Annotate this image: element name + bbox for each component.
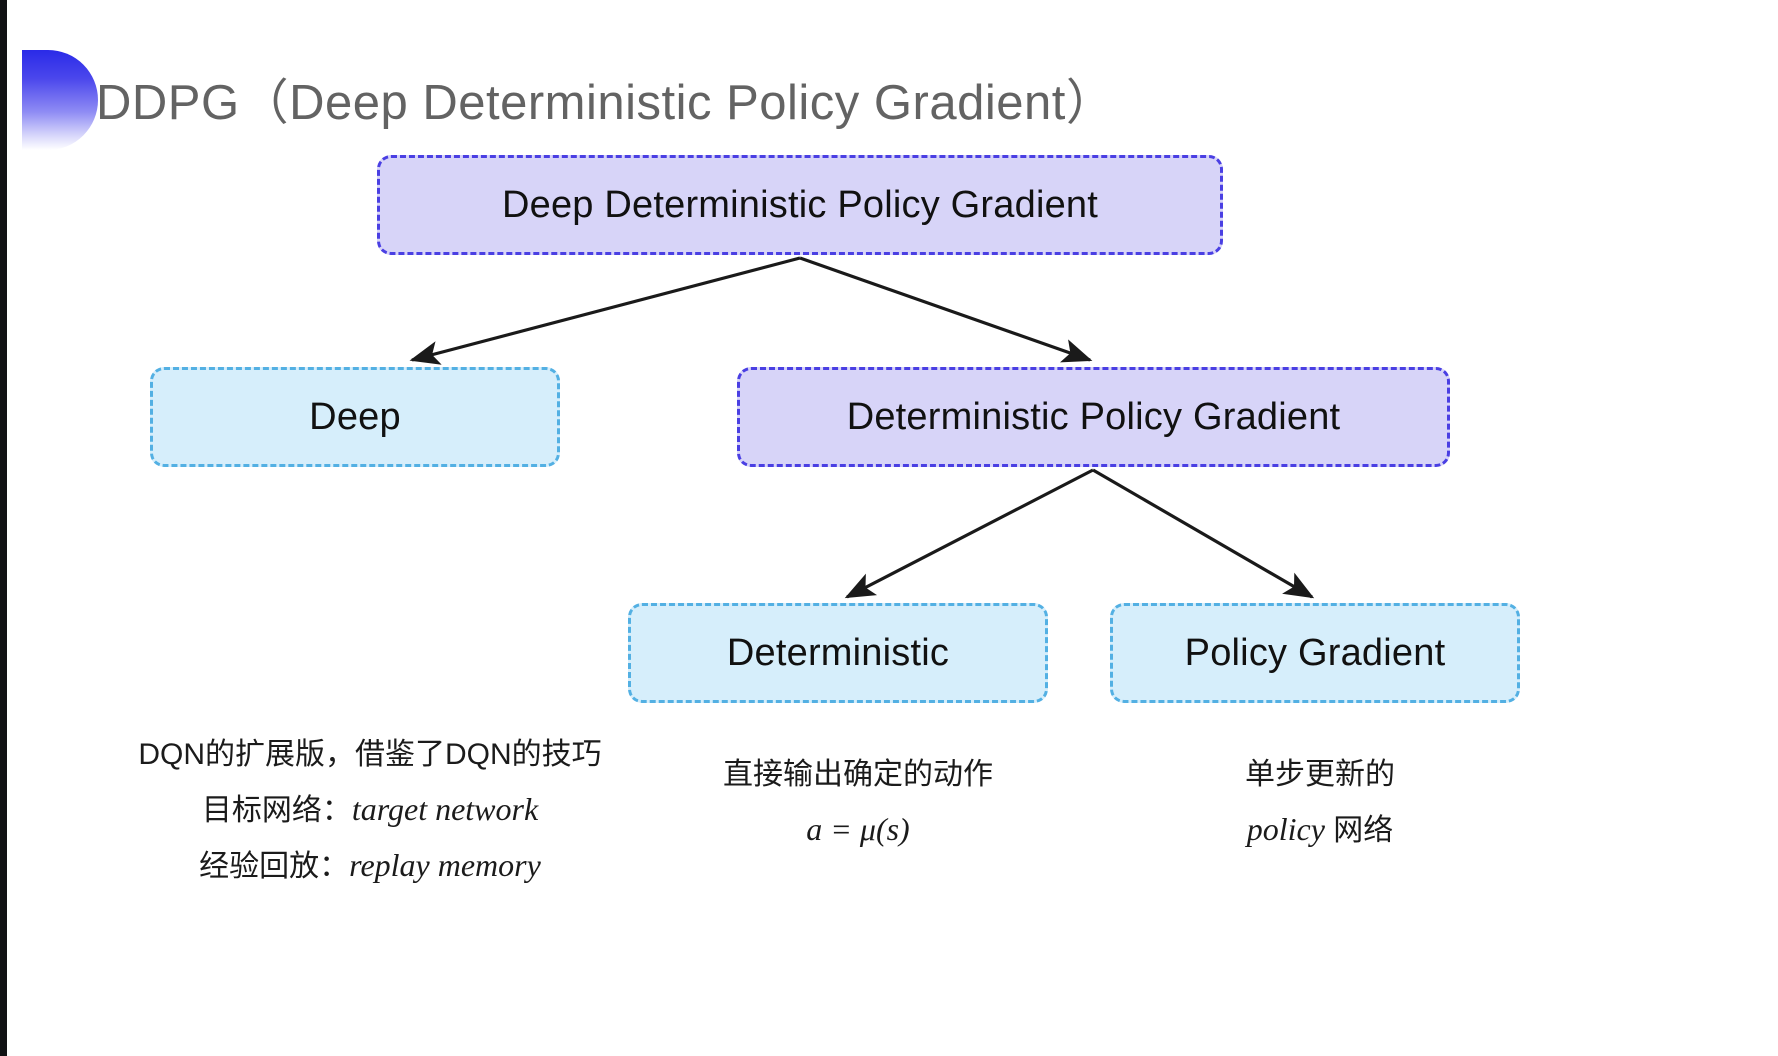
node-policy-gradient-label: Policy Gradient (1184, 632, 1446, 674)
note-deep-line1: DQN的扩展版，借鉴了DQN的技巧 (138, 738, 602, 771)
half-circle-gradient-icon (22, 50, 98, 150)
edge-dpg-to-deterministic (844, 468, 1094, 599)
note-deep-line2-label: 目标网络： (201, 794, 352, 827)
left-edge-sliver (0, 0, 7, 1056)
note-deterministic: 直接输出确定的动作 a = μ(s) (648, 748, 1068, 858)
node-deterministic[interactable]: Deterministic (628, 603, 1048, 703)
note-deep-line3: 经验回放：replay memory (110, 838, 630, 894)
node-root-label: Deep Deterministic Policy Gradient (501, 184, 1099, 226)
note-deep-line2-term: target network (351, 791, 539, 827)
note-policy-gradient-line2: policy 网络 (1120, 802, 1520, 858)
node-policy-gradient[interactable]: Policy Gradient (1110, 603, 1520, 703)
note-policy-gradient: 单步更新的 policy 网络 (1120, 748, 1520, 858)
left-edge-nub (0, 1044, 7, 1056)
node-deterministic-label: Deterministic (726, 632, 950, 674)
edge-root-to-deep (409, 256, 801, 365)
note-deep-line3-label: 经验回放： (199, 850, 350, 883)
note-deterministic-formula: a = μ(s) (648, 802, 1068, 858)
node-deterministic-policy-gradient[interactable]: Deterministic Policy Gradient (737, 367, 1450, 467)
node-dpg-label: Deterministic Policy Gradient (846, 396, 1341, 438)
node-deep[interactable]: Deep (150, 367, 560, 467)
note-deep-line3-term: replay memory (349, 847, 541, 883)
note-policy-gradient-line1: 单步更新的 (1245, 758, 1395, 791)
note-deep: DQN的扩展版，借鉴了DQN的技巧 目标网络：target network 经验… (110, 728, 630, 894)
edge-root-to-dpg (799, 256, 1093, 363)
note-policy-gradient-term: policy (1246, 811, 1325, 847)
note-deterministic-line1: 直接输出确定的动作 (723, 758, 993, 791)
page-title: DDPG（Deep Deterministic Policy Gradient） (96, 76, 1116, 130)
note-deep-line2: 目标网络：target network (110, 782, 630, 838)
node-deep-label: Deep (309, 396, 401, 438)
note-deterministic-formula-text: a = μ(s) (806, 811, 910, 847)
note-policy-gradient-suffix: 网络 (1324, 814, 1394, 847)
node-root[interactable]: Deep Deterministic Policy Gradient (377, 155, 1223, 255)
edge-dpg-to-policy-gradient (1092, 468, 1315, 599)
